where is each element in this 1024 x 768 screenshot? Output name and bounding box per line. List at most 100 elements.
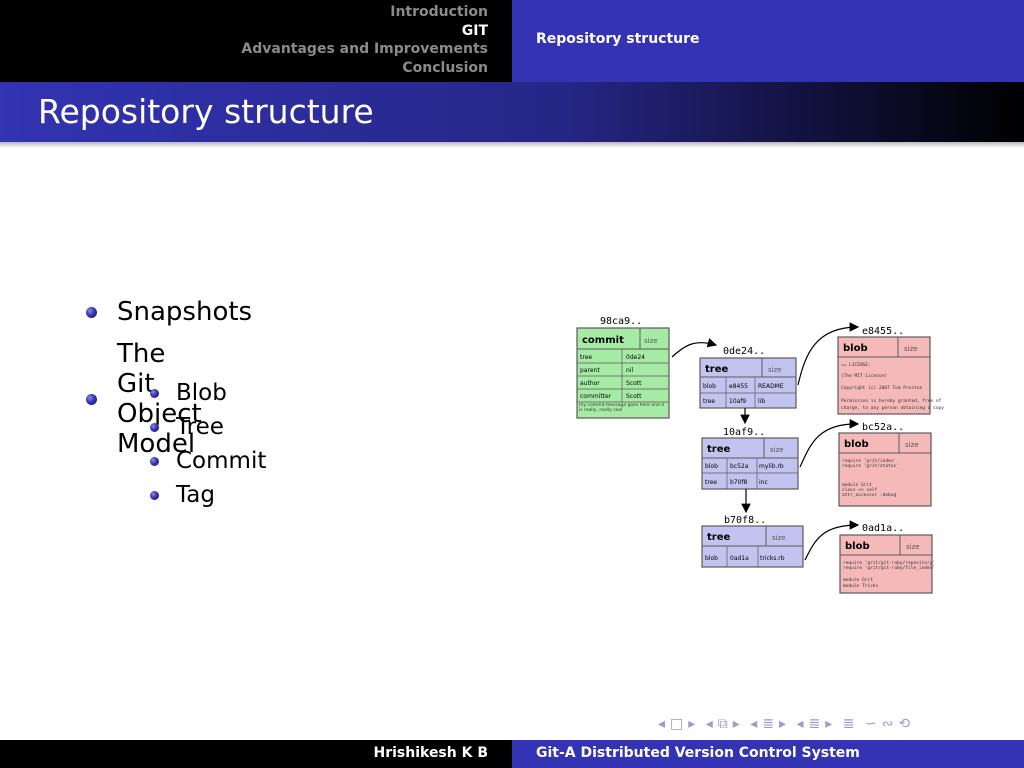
sub-bullet-text-tag: Tag	[176, 482, 215, 508]
tree-object: 10af9.. tree size blob bc52a mylib.rb tr…	[701, 427, 799, 490]
commit-row-label: tree	[580, 354, 592, 361]
bullet-ball-icon	[86, 306, 97, 318]
nav-subsection-repository-structure[interactable]: Repository structure	[536, 31, 700, 47]
nav-section-git[interactable]: GIT	[461, 22, 488, 39]
next-section-icon[interactable]: ▸	[825, 716, 834, 732]
git-object-model-diagram: 98ca9.. commit size tree 0de24 parent ni…	[576, 316, 944, 594]
tree-hash: 10af9..	[723, 427, 765, 438]
sub-bullet-item: Commit	[150, 448, 266, 474]
nav-section-introduction[interactable]: Introduction	[390, 4, 488, 20]
blob-content-line: module Grit	[842, 482, 872, 488]
bullet-ball-icon	[150, 456, 159, 466]
subsection-icon[interactable]: ≣	[762, 716, 776, 732]
commit-to-tree-arrow	[671, 338, 718, 358]
tree-object: 0de24.. tree size blob e8455 README tree…	[699, 346, 797, 409]
bullet-text-object-model: The Git Object Model	[117, 339, 202, 459]
tree-type-label: tree	[707, 532, 730, 543]
blob-content-line: attr_accessor :debug	[842, 492, 896, 498]
tree-hash: b70f8..	[724, 515, 766, 526]
section-icon[interactable]: ≣	[808, 716, 822, 732]
tree-box	[701, 437, 799, 490]
commit-box	[576, 327, 670, 419]
sub-bullet-text-commit: Commit	[176, 448, 267, 474]
blob-content-line: require 'grit/index'	[842, 458, 896, 464]
blob-content-line: == LICENSE:	[841, 362, 871, 368]
tree-entry-hash: e8455	[729, 383, 748, 390]
footer-presentation-title: Git-A Distributed Version Control System	[536, 745, 860, 761]
next-subsection-icon[interactable]: ▸	[779, 716, 788, 732]
blob-size-label: size	[904, 345, 918, 353]
tree-size-label: size	[770, 446, 784, 454]
tree-entry-type: blob	[705, 555, 718, 562]
tree-type-label: tree	[707, 444, 730, 455]
bullet-ball-icon	[150, 422, 159, 432]
tree-entry-hash: b70f8	[730, 479, 748, 486]
blob-hash: e8455..	[862, 326, 904, 337]
prev-subsection-icon[interactable]: ◂	[750, 716, 759, 732]
tree-entry-name: mylib.rb	[759, 463, 784, 470]
blob-content-line: module Tricks	[843, 583, 879, 589]
footer-title-panel: Git-A Distributed Version Control System	[512, 740, 1024, 768]
bullet-ball-icon	[150, 388, 159, 398]
sub-bullet-item: Tag	[150, 482, 215, 508]
tree-object: b70f8.. tree size blob 0ad1a tricks.rb	[701, 515, 804, 568]
commit-row-value: nil	[626, 367, 633, 374]
footer-author: Hrishikesh K B	[373, 745, 488, 761]
frame-title: Repository structure	[38, 92, 374, 131]
blob-box	[839, 534, 933, 594]
bullet-ball-icon	[150, 490, 159, 500]
blob-content-line: Copyright (c) 2007 Tom Preston	[841, 385, 923, 391]
commit-row-value: Scott	[626, 380, 642, 387]
bullet-item: Snapshots	[86, 297, 252, 327]
prev-slide-icon[interactable]: ◂	[658, 716, 667, 732]
blob-content-line: charge, to any person obtaining a copy	[841, 405, 944, 411]
tree-entry-name: inc	[759, 479, 768, 486]
nav-section-advantages[interactable]: Advantages and Improvements	[241, 41, 488, 57]
nav-section-conclusion[interactable]: Conclusion	[402, 59, 488, 76]
outline-icon[interactable]: ≣	[842, 716, 856, 732]
blob-box	[837, 336, 931, 415]
commit-type-label: commit	[582, 335, 624, 346]
header-subsection-panel: Repository structure	[512, 0, 1024, 82]
commit-size-label: size	[644, 337, 658, 345]
tree-size-label: size	[768, 366, 782, 374]
tree-entry-hash: 0ad1a	[730, 555, 749, 562]
blob-content-line: require 'grit/git-ruby/repository'	[843, 560, 935, 566]
frame-icon[interactable]: ⧉	[717, 716, 729, 732]
blob-object: e8455.. blob size == LICENSE: (The MIT L…	[837, 326, 944, 415]
blob-object: bc52a.. blob size require 'grit/index' r…	[838, 422, 932, 507]
blob-hash: bc52a..	[862, 422, 904, 433]
bullet-ball-icon	[86, 393, 97, 405]
next-frame-icon[interactable]: ▸	[732, 716, 741, 732]
blob-type-label: blob	[844, 439, 869, 450]
slide-icon[interactable]: □	[670, 716, 685, 732]
blob-size-label: size	[905, 441, 919, 449]
blob-box	[838, 432, 932, 507]
commit-row-label: committer	[580, 393, 612, 400]
blob-type-label: blob	[845, 541, 870, 552]
tree-entry-name: README	[758, 383, 784, 390]
blob-content-line: class << self	[842, 487, 878, 493]
tree-type-label: tree	[705, 364, 728, 375]
prev-frame-icon[interactable]: ◂	[705, 716, 714, 732]
blob-type-label: blob	[843, 343, 868, 354]
blob-content-line: require 'grit/git-ruby/file_index'	[843, 565, 935, 571]
blob-hash: 0ad1a..	[862, 523, 904, 534]
sub-bullet-item: Tree	[150, 414, 224, 440]
prev-section-icon[interactable]: ◂	[796, 716, 805, 732]
commit-row-value: Scott	[626, 393, 642, 400]
search-back-icon[interactable]: ∽	[864, 716, 878, 732]
blob-content-line: Permission is hereby granted, free of	[841, 398, 942, 404]
tree-hash: 0de24..	[723, 346, 765, 357]
search-forward-icon[interactable]: ∾	[881, 716, 895, 732]
header-sections-panel: Introduction GIT Advantages and Improvem…	[0, 0, 512, 82]
commit-hash: 98ca9..	[600, 316, 642, 327]
blob-content-line: module Grit	[843, 577, 873, 583]
tree-entry-name: lib	[758, 398, 765, 405]
tree-to-blob-arrow	[797, 322, 860, 386]
undo-icon[interactable]: ⟲	[898, 716, 912, 732]
next-slide-icon[interactable]: ▸	[688, 716, 697, 732]
bullet-item: The Git Object Model	[86, 339, 202, 459]
tree-entry-name: tricks.rb	[760, 555, 785, 562]
commit-row-label: author	[580, 380, 600, 387]
